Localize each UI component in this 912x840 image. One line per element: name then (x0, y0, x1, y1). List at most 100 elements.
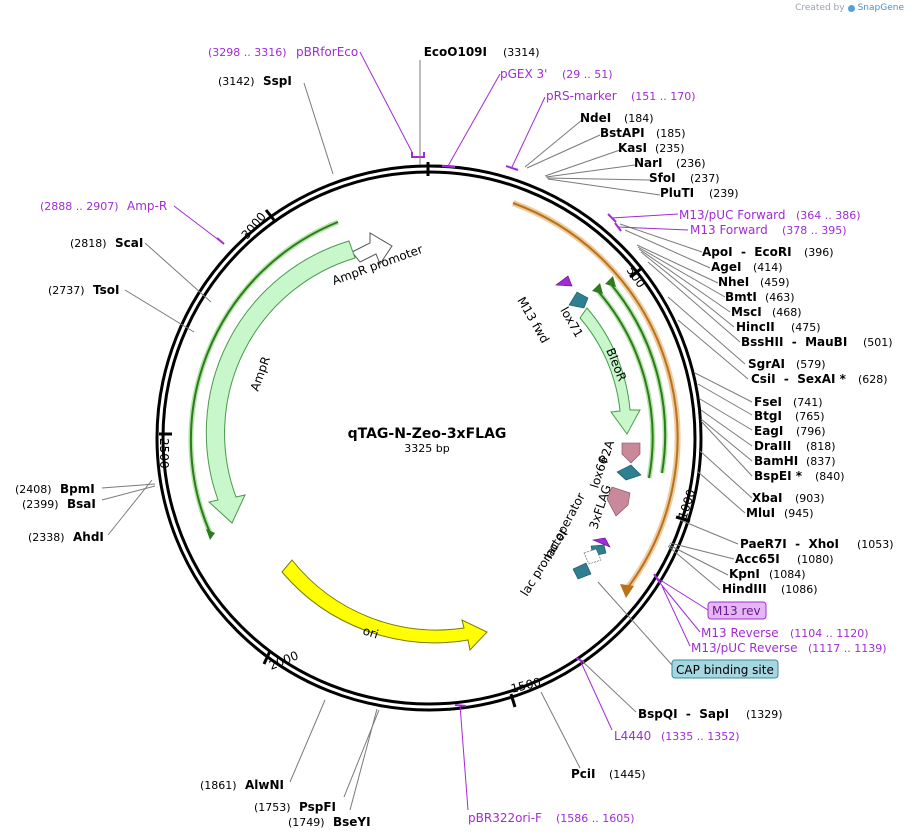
primer-pbrforeco-pos: (3298 .. 3316) (208, 46, 287, 59)
primer-m13puc-forward-pos: (364 .. 386) (796, 209, 861, 222)
line-amp-r (173, 205, 221, 242)
line-btgi (697, 383, 753, 416)
line-m13-reverse (659, 582, 701, 633)
ori-label: ori (361, 624, 380, 642)
plasmid-length: 3325 bp (404, 442, 449, 455)
enzyme-pluti-pos: (239) (709, 187, 739, 200)
enzyme-sgrai: SgrAI (748, 357, 785, 371)
line-m13-rev (656, 577, 709, 611)
enzyme-agei: AgeI (711, 260, 741, 274)
primer-m13-forward-pos: (378 .. 395) (782, 224, 847, 237)
enzyme-acc65i: Acc65I (735, 552, 780, 566)
line-sgrai (667, 296, 746, 365)
tick-500 (629, 266, 643, 279)
ampr-orf (189, 221, 339, 536)
ampr-promoter-feature (351, 232, 393, 266)
tick-label-2500: 2500 (157, 438, 171, 469)
enzyme-bspei-pos: (840) (815, 470, 845, 483)
line-prs-marker (511, 96, 546, 168)
enzyme-nari-pos: (236) (676, 157, 706, 170)
line-nhei (636, 244, 719, 284)
lox66-feature (616, 464, 642, 481)
enzyme-nhei: NheI (718, 275, 749, 289)
enzyme-bstapi: BstAPI (600, 126, 645, 140)
primer-m13-forward: M13 Forward (690, 223, 768, 237)
primer-pbr322ori-f: pBR322ori-F (468, 811, 542, 825)
m13-fwd-label: M13 fwd (514, 295, 552, 346)
enzyme-apoi-ecori-pos: (396) (804, 246, 834, 259)
enzyme-alwni: AlwNI (245, 778, 284, 792)
enzyme-sfoi-pos: (237) (690, 172, 720, 185)
enzyme-bspqi-sapi: BspQI - SapI (638, 707, 729, 721)
insert-arc (512, 202, 679, 591)
tick-1500 (509, 693, 517, 708)
enzyme-sspi-pos: (3142) (218, 75, 255, 88)
line-m13-forward (617, 226, 689, 231)
line-mlui (696, 470, 746, 514)
bleor-orf-1 (596, 289, 654, 479)
line-bsshii (647, 261, 741, 343)
primer-m13-rev: M13 rev (712, 604, 761, 618)
enzyme-paer7i-xhoi-pos: (1053) (857, 538, 894, 551)
line-bsai (101, 485, 156, 501)
enzyme-kpni: KpnI (729, 567, 760, 581)
primer-pbr322ori-f-pos: (1586 .. 1605) (556, 812, 635, 825)
enzyme-pspfi: PspFI (299, 800, 336, 814)
lox71-feature (568, 291, 589, 309)
line-bspei (700, 420, 753, 477)
enzyme-acc65i-pos: (1080) (797, 553, 834, 566)
enzyme-fsei-pos: (741) (793, 396, 823, 409)
enzyme-nhei-pos: (459) (760, 276, 790, 289)
enzyme-scai-pos: (2818) (70, 237, 107, 250)
line-eagi (699, 398, 753, 431)
enzyme-sgrai-pos: (579) (796, 358, 826, 371)
enzyme-hindiii-pos: (1086) (781, 583, 818, 596)
ampr-label: AmpR (248, 355, 273, 393)
line-alwni (289, 699, 326, 783)
line-nari (545, 164, 636, 178)
enzyme-pspfi-pos: (1753) (254, 801, 291, 814)
enzyme-draiii-pos: (818) (806, 440, 836, 453)
enzyme-bspqi-sapi-pos: (1329) (746, 708, 783, 721)
enzyme-bseyi-pos: (1749) (288, 816, 325, 829)
line-kasi (544, 149, 621, 177)
enzyme-eagi-pos: (796) (796, 425, 826, 438)
enzyme-eagi: EagI (754, 424, 783, 438)
enzyme-bstapi-pos: (185) (656, 127, 686, 140)
line-csii (677, 319, 749, 380)
line-paer7i (679, 519, 739, 545)
enzyme-btgi: BtgI (754, 409, 782, 423)
ori-feature (281, 559, 488, 652)
enzyme-bmti: BmtI (725, 290, 757, 304)
lox71-label: lox71 (557, 305, 585, 340)
line-l4440 (579, 659, 613, 731)
enzyme-kasi-pos: (235) (655, 142, 685, 155)
tick-1000 (675, 515, 691, 523)
line-msci (638, 248, 731, 313)
enzyme-bsshii-maubi-pos: (501) (863, 336, 893, 349)
lac-promoter-feature (572, 562, 592, 580)
line-pcii (540, 691, 581, 769)
enzyme-pcii: PciI (571, 767, 596, 781)
line-hindiii (667, 545, 721, 591)
credit-brand: SnapGene (857, 3, 904, 13)
line-pbrforeco (359, 51, 413, 153)
line-pluti (547, 178, 661, 196)
enzyme-mlui: MluI (746, 506, 775, 520)
line-ndei (524, 119, 583, 168)
cap-site-mark (583, 548, 602, 565)
enzyme-pcii-pos: (1445) (609, 768, 646, 781)
tick-label-1000: 1000 (676, 488, 699, 521)
primer-m13puc-reverse-pos: (1117 .. 1139) (808, 642, 887, 655)
line-m13puc-reverse (661, 585, 691, 647)
line-bspqi (582, 661, 637, 713)
line-sfoi (546, 177, 651, 181)
enzyme-bamhi: BamHI (754, 454, 798, 468)
bleor-orf-2-head (605, 276, 616, 287)
enzyme-kpni-pos: (1084) (769, 568, 806, 581)
enzyme-ecoo109i-pos: (3314) (503, 46, 540, 59)
enzyme-btgi-pos: (765) (795, 410, 825, 423)
enzyme-sfoi: SfoI (649, 171, 676, 185)
primer-m13puc-forward: M13/pUC Forward (679, 208, 786, 222)
